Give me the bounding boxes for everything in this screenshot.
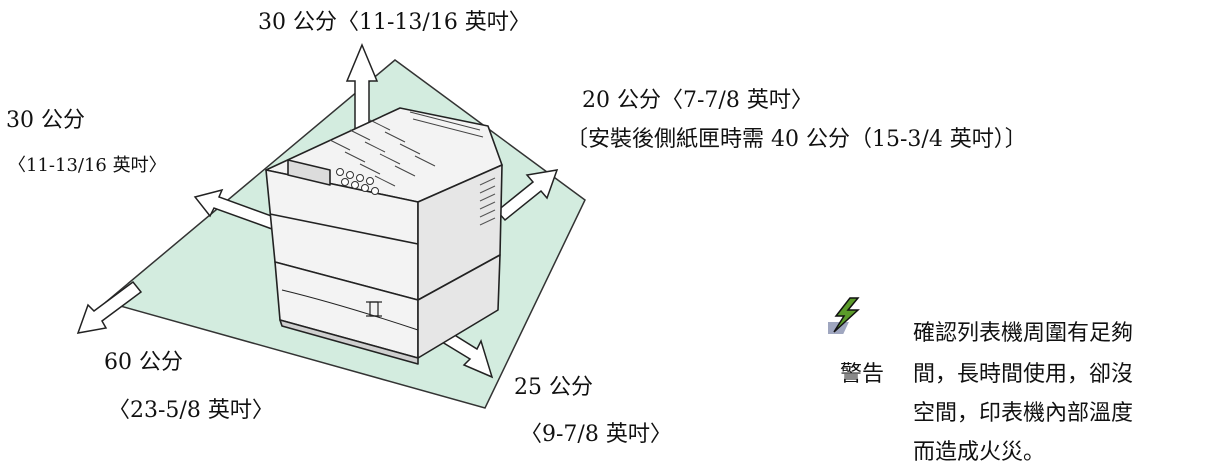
warning-line-2: 間，長時間使用，卻沒 [913,362,1134,387]
left-clearance-inch: 〈11-13/16 英吋〉 [8,155,167,176]
rear-clearance-label: 20 公分〈7-7/8 英吋〉 [582,88,813,113]
front-clearance-inch: 〈23-5/8 英吋〉 [108,398,274,423]
lightning-bolt-icon [828,297,860,334]
warning-line-4: 而造成火災。 [913,440,1046,465]
top-clearance-label: 30 公分〈11-13/16 英吋〉 [258,10,531,35]
warning-heading: 警告 [840,362,885,387]
side-clearance-cm: 25 公分 [514,375,593,400]
rear-tray-note: 〔安裝後側紙匣時需 40 公分（15-3/4 英吋）〕 [566,127,1027,152]
side-clearance-inch: 〈9-7/8 英吋〉 [520,422,672,447]
left-clearance-cm: 30 公分 [6,108,85,133]
printer-drawing [265,107,503,365]
warning-line-3: 空間，印表機內部溫度 [913,401,1134,426]
warning-line-1: 確認列表機周圍有足夠 [913,321,1134,346]
printer-clearance-illustration [76,43,586,409]
front-clearance-cm: 60 公分 [104,350,183,375]
arrow-front [76,280,143,334]
